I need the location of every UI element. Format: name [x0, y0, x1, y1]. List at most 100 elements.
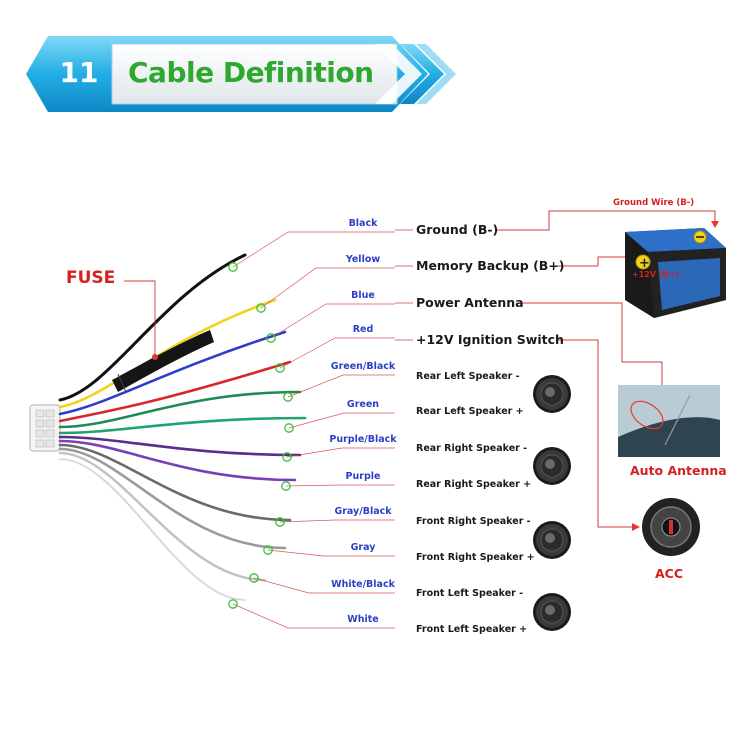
memory-connector-line — [555, 256, 636, 267]
antenna-highlight — [630, 400, 664, 430]
connector-pin — [35, 419, 45, 428]
wire-function-label: Memory Backup (B+) — [416, 258, 565, 273]
speaker-front-left-dustcap — [545, 605, 555, 615]
acc-connector-line — [556, 339, 634, 528]
wire-marker-ring — [281, 481, 291, 491]
leader-line — [260, 267, 395, 309]
wire-marker-ring — [282, 452, 292, 462]
wire-color-label: Yellow — [345, 254, 381, 265]
wire-function-label: Front Right Speaker - — [416, 516, 531, 527]
wire-green-black — [58, 390, 302, 429]
wire-color-label: Gray — [350, 542, 376, 553]
wire-color-label: Red — [352, 324, 374, 335]
connector-pin — [45, 409, 55, 418]
header-banner — [26, 36, 456, 112]
fuse-label: FUSE — [66, 268, 116, 288]
battery-plus-label: +12V (B+) — [632, 270, 679, 279]
wire-color-label: Blue — [351, 290, 375, 301]
wire-color-label: Gray/Black — [334, 506, 392, 517]
wire-color-label: White — [347, 614, 379, 625]
leader-line — [253, 577, 395, 594]
wire-function-label: Power Antenna — [416, 295, 524, 310]
wire-function-label: Rear Left Speaker + — [416, 406, 524, 417]
acc-label: ACC — [655, 566, 684, 581]
wire-function-label: Rear Right Speaker + — [416, 479, 532, 490]
wire-marker-ring — [283, 392, 293, 402]
wire-marker-ring — [228, 262, 238, 272]
ground-connector-line — [497, 210, 716, 231]
wire-gray-black — [58, 443, 292, 522]
antenna-rod — [664, 394, 691, 446]
leader-line — [279, 519, 395, 523]
acc-key-slot — [669, 520, 673, 534]
wire-color-label: White/Black — [331, 579, 395, 590]
fuse-marker — [152, 354, 158, 360]
wire-gray — [58, 447, 287, 550]
wire-marker-ring — [266, 333, 276, 343]
wire-marker-ring — [284, 423, 294, 433]
leader-line — [267, 549, 395, 557]
battery-plus-sign: + — [639, 256, 650, 271]
leader-line — [232, 231, 395, 268]
connector-pin — [45, 429, 55, 438]
wire-black — [58, 253, 247, 402]
fuse-leader-line — [124, 280, 156, 355]
wire-marker-ring — [256, 303, 266, 313]
banner-white-panel — [111, 43, 398, 105]
fuse-seam — [117, 373, 127, 393]
antenna-photo-sky — [618, 385, 720, 437]
wire-marker-ring — [228, 599, 238, 609]
page-title: Cable Definition — [128, 56, 374, 89]
connector-pin — [45, 439, 55, 448]
wire-color-label: Purple/Black — [329, 434, 397, 445]
wire-blue — [58, 330, 287, 416]
connector-pin — [35, 409, 45, 418]
wire-function-label: Rear Left Speaker - — [416, 371, 520, 382]
speaker-rear-right-dustcap — [545, 459, 555, 469]
wire-outline — [59, 452, 266, 581]
ground-arrow — [711, 221, 719, 228]
connector-pin — [35, 439, 45, 448]
wire-white-black — [58, 451, 267, 582]
wire-marker-ring — [275, 363, 285, 373]
section-number: 11 — [59, 56, 99, 89]
wire-marker-ring — [263, 545, 273, 555]
fuse-holder — [112, 330, 214, 392]
wire-function-label: Front Left Speaker + — [416, 624, 528, 635]
connector-pin — [35, 429, 45, 438]
leader-line — [270, 303, 395, 339]
wire-green — [58, 416, 307, 435]
connector-housing — [29, 404, 61, 452]
leader-line — [232, 603, 395, 629]
auto-antenna-label: Auto Antenna — [630, 463, 727, 478]
wire-marker-ring — [249, 573, 259, 583]
wire-function-label: Rear Right Speaker - — [416, 443, 528, 454]
wire-color-label: Purple — [345, 471, 381, 482]
battery-plus-terminal — [635, 254, 651, 270]
ground-wire-label: Ground Wire (B-) — [613, 198, 695, 208]
wire-purple — [58, 439, 297, 482]
wire-function-label: Front Left Speaker - — [416, 588, 524, 599]
antenna-connector-line — [519, 302, 663, 395]
wire-outline — [59, 458, 246, 601]
leader-line — [288, 412, 395, 429]
wire-function-label: Front Right Speaker + — [416, 552, 535, 563]
wire-marker-ring — [275, 517, 285, 527]
speaker-front-right-dustcap — [545, 533, 555, 543]
battery-label-panel — [658, 258, 720, 310]
wire-color-label: Green/Black — [330, 361, 396, 372]
banner-chevron-3 — [416, 44, 456, 104]
wire-color-label: Green — [346, 399, 380, 410]
wire-purple-black — [58, 435, 302, 457]
leader-line — [279, 337, 395, 369]
wire-function-label: Ground (B-) — [416, 222, 499, 237]
leader-line — [287, 374, 395, 398]
banner-chevron-1 — [375, 44, 422, 104]
connector-pin — [45, 419, 55, 428]
banner-chevron-2 — [400, 44, 444, 104]
speaker-rear-left-dustcap — [545, 387, 555, 397]
wire-red — [58, 360, 292, 423]
wire-color-label: Black — [348, 218, 378, 229]
leader-line — [286, 447, 395, 458]
